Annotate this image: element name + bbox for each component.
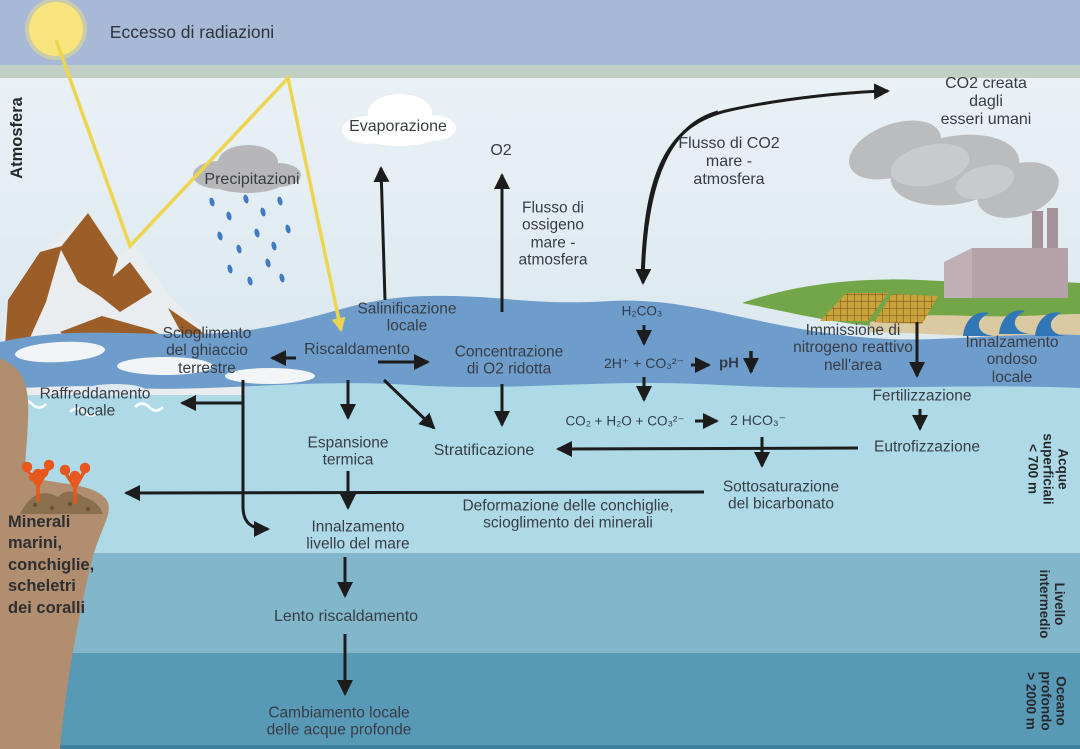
co2-flux-label: Flusso di CO2 mare - atmosfera [678,135,780,188]
top-band [0,0,1080,65]
arrow-warming-diag [382,378,436,430]
radiation-label: Eccesso di radiazioni [109,22,275,43]
precipitation-label: Precipitazioni [204,171,300,189]
zone-label-deep-ocean: Oceano profondo > 2000 m [1023,671,1069,731]
dissociation-formula: 2H⁺ + CO₃²⁻ [604,355,684,372]
o2-concentration-label: Concentrazione di O2 ridotta [454,343,564,378]
bottom-strip [0,745,1080,749]
cooling-label: Raffreddamento locale [39,385,151,420]
nitrogen-input-label: Immissione di nitrogeno reattivo nell'ar… [793,321,913,374]
stratification-label: Stratificazione [433,442,535,460]
rain-cloud-icon [193,145,301,193]
o2-label: O2 [490,142,512,160]
intermediate-ocean-zone [0,553,1080,653]
o2-flux-label: Flusso di ossigeno mare - atmosfera [518,199,588,269]
flow-arrows [124,83,928,696]
eutrophication-label: Eutrofizzazione [874,438,980,456]
carbonate-reaction-formula: CO₂ + H₂O + CO₃²⁻ [565,413,685,429]
thermal-expansion-label: Espansione termica [307,434,389,469]
sun-icon [25,0,87,60]
shell-deformation-label: Deformazione delle conchiglie, scioglime… [462,497,674,532]
radiation-ray [54,39,346,332]
arrow-undersat-left [124,484,705,501]
zone-label-intermediate: Livello intermedio [1037,569,1068,639]
zone-label-atmosphere: Atmosfera [7,97,26,179]
evaporation-label: Evaporazione [349,118,447,136]
arrow-co2-to-sea [635,110,719,285]
deep-water-change-label: Cambiamento locale delle acque profonde [266,704,412,739]
deep-ocean-zone [0,653,1080,745]
arrow-icemelt-down [241,380,270,537]
warming-label: Riscaldamento [304,341,410,359]
smoke-cloud-icon [849,120,1059,218]
ice-melt-label: Scioglimento del ghiaccio terrestre [162,324,252,377]
ph-label: pH [719,354,739,372]
ice-floes-icon [15,341,315,417]
fertilization-label: Fertilizzazione [872,387,972,405]
co2-humans-label: CO2 creata dagli esseri umani [940,75,1032,128]
arrow-eutro-strat [556,440,859,457]
minerals-label: Minerali marini, conchiglie, scheletri d… [8,513,95,617]
wave-icons [963,310,1069,336]
bicarbonate-formula: 2 HCO₃⁻ [730,412,786,429]
slow-warming-label: Lento riscaldamento [273,608,419,626]
zone-label-surface-waters: Acque superficiali < 700 m [1025,433,1071,505]
sea-level-rise-label: Innalzamento livello del mare [306,518,410,553]
factory-icon [944,208,1068,298]
evaporation-cloud-icon [342,94,456,146]
salinification-label: Salinificazione locale [357,300,457,335]
rain-drops-icon [209,194,291,286]
undersaturation-label: Sottosaturazione del bicarbonato [722,478,840,513]
coral-icon [21,459,91,504]
wave-rise-label: Innalzamento ondoso locale [965,333,1059,386]
h2co3-formula: H₂CO₃ [621,303,663,319]
arrow-evaporation [373,166,390,301]
seabed-cliff [0,358,109,749]
green-strip [0,65,1080,78]
fields-icon [820,293,938,324]
